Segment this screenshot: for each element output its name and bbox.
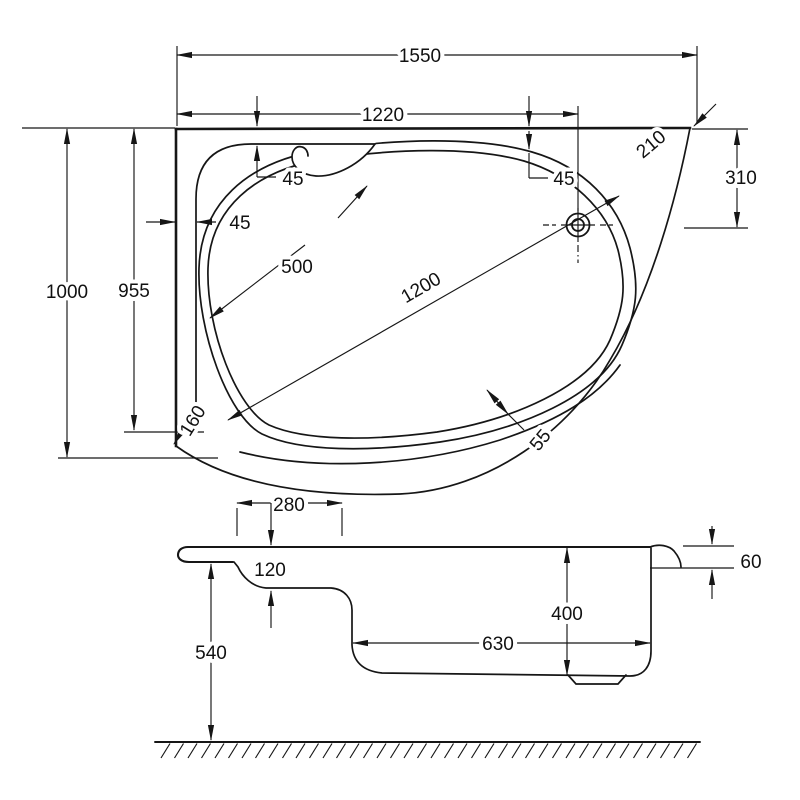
dim-deck-offset-left: 45 [146, 209, 255, 238]
dim-inner-depth-plan: 955 [114, 128, 154, 431]
dim-rim-thickness: 60 [708, 526, 766, 599]
dim-rim-offset-top: 45 [525, 96, 579, 194]
bath-profile [176, 544, 734, 685]
dim-width-to-drain: 1220 [176, 101, 579, 130]
side-view: 280 120 540 400 630 60 [154, 491, 766, 759]
dim-label-160: 160 [176, 402, 211, 440]
dim-base-length: 630 [352, 630, 651, 659]
dim-deck-offset-top: 45 [253, 96, 308, 194]
dim-corner-radius-right: 210 [629, 103, 717, 167]
inner-profile [233, 547, 652, 677]
dim-inner-depth-side: 400 [547, 547, 587, 676]
dim-label-45-top-left: 45 [282, 169, 303, 190]
dim-head-end-width: 500 [209, 185, 368, 319]
dim-drain-offset: 310 [721, 129, 761, 228]
dim-label-400: 400 [551, 604, 583, 625]
headrest [291, 142, 376, 177]
dim-overall-depth: 1000 [42, 128, 92, 458]
dim-label-540: 540 [195, 643, 227, 664]
rim-right-cap [649, 544, 682, 568]
dim-label-210: 210 [633, 127, 671, 163]
dim-label-1000: 1000 [46, 282, 88, 303]
extension-lines-side [236, 508, 343, 536]
dim-label-1550: 1550 [399, 46, 441, 67]
dim-label-1200: 1200 [398, 269, 445, 308]
dim-overall-width: 1550 [176, 42, 698, 71]
rim-top-and-left-cap [176, 545, 652, 564]
wall-top-edge [174, 126, 692, 131]
dim-label-500: 500 [281, 257, 313, 278]
dim-corner-radius-left: 160 [172, 398, 215, 445]
dim-label-310: 310 [725, 168, 757, 189]
ground-hatch [160, 743, 697, 759]
dim-label-45-top-right: 45 [553, 169, 574, 190]
ground-line [154, 741, 701, 759]
deck-edge [195, 143, 376, 433]
headrest-edge [291, 143, 376, 177]
dim-label-630: 630 [482, 634, 514, 655]
front-edge [175, 127, 691, 496]
dim-seat-width: 280 [236, 491, 343, 520]
dim-label-120: 120 [254, 560, 286, 581]
dim-seat-drop: 120 [250, 503, 290, 628]
dim-label-60: 60 [740, 552, 761, 573]
dim-label-45-left: 45 [229, 213, 250, 234]
dim-floor-to-rim: 540 [191, 563, 231, 741]
bath-outline [174, 126, 692, 496]
rim-outer-partial-edge [239, 364, 621, 465]
dim-label-1220: 1220 [362, 105, 404, 126]
dim-label-280: 280 [273, 495, 305, 516]
dim-bowl-diagonal: 1200 [227, 195, 620, 421]
dim-label-955: 955 [118, 281, 150, 302]
plan-view: 1550 1220 45 45 45 [22, 42, 761, 496]
waste-outlet [567, 674, 627, 685]
